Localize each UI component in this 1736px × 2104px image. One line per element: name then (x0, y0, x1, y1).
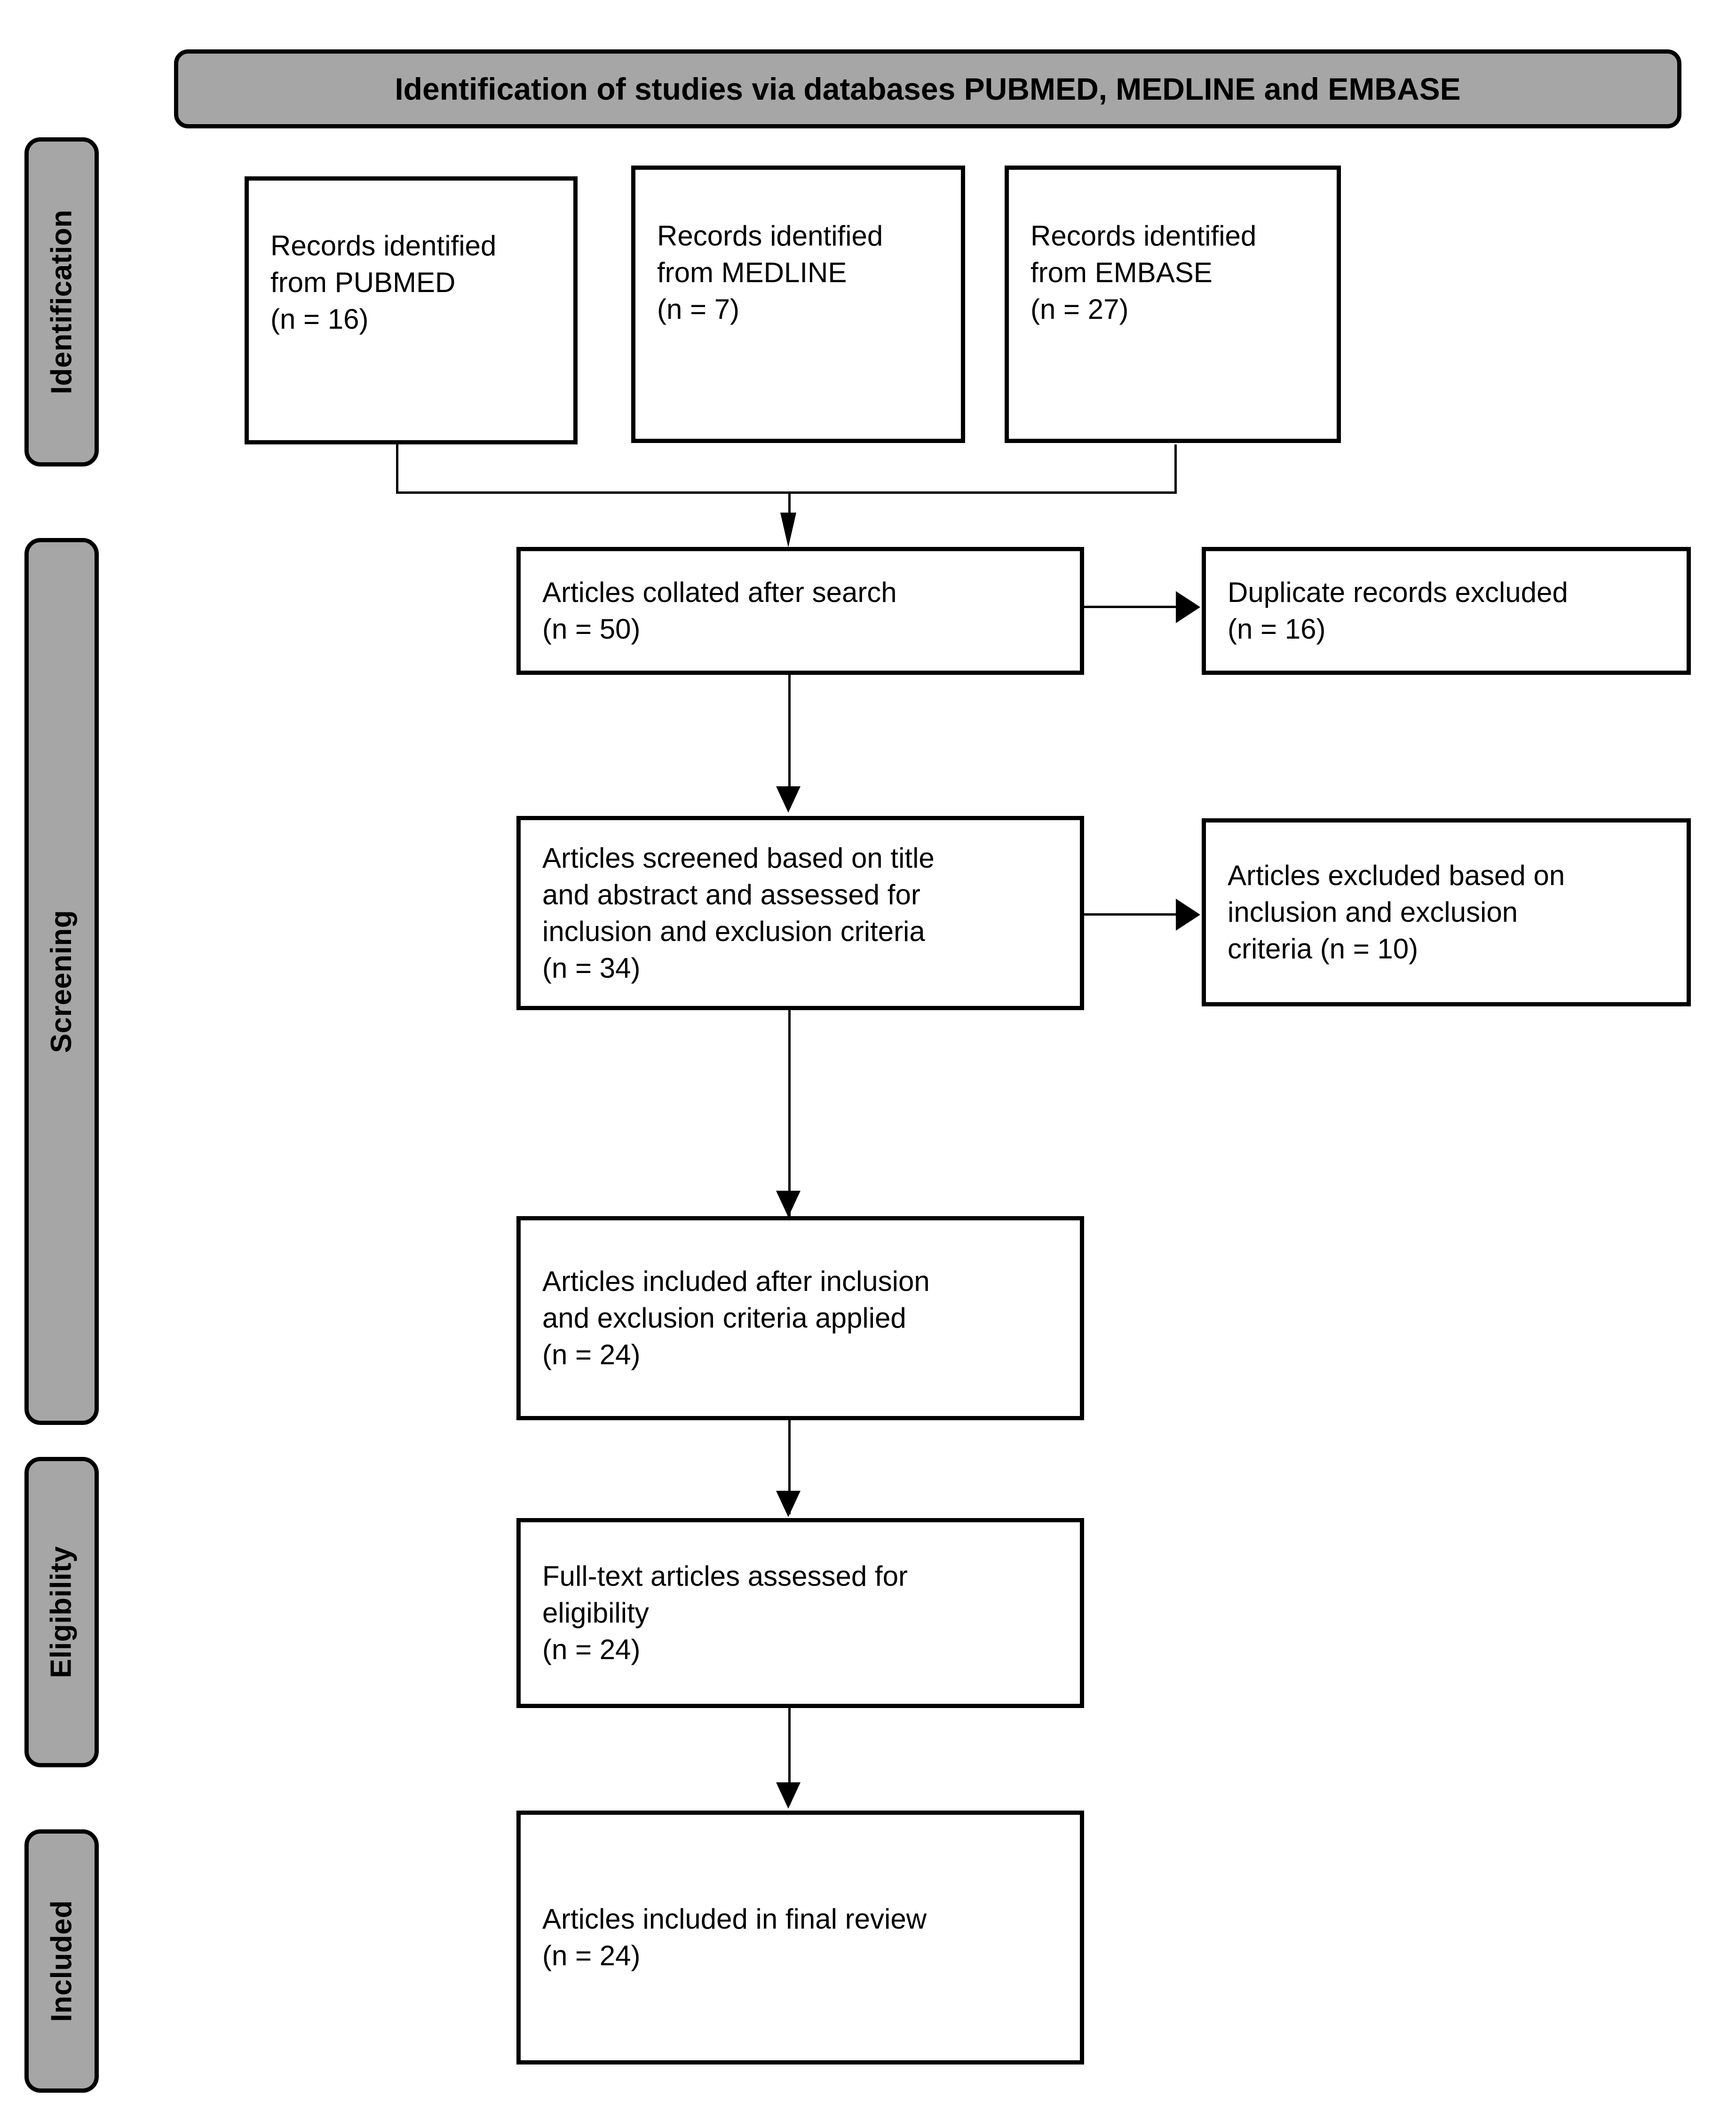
diagram-banner: Identification of studies via databases … (174, 49, 1681, 128)
banner-title: Identification of studies via databases … (395, 71, 1461, 106)
stage-label-included-text: Included (45, 1900, 78, 2022)
flow-box-screened-text: Articles screened based on title and abs… (542, 842, 935, 984)
flow-box-included-after-criteria: Articles included after inclusion and ex… (516, 1216, 1084, 1420)
source-box-embase-text: Records identified from EMBASE (n = 27) (1031, 220, 1257, 325)
exclusion-box-duplicates: Duplicate records excluded (n = 16) (1202, 547, 1691, 675)
stage-label-included: Included (24, 1829, 99, 2093)
flow-box-collated-text: Articles collated after search (n = 50) (542, 577, 897, 645)
bracket-left-stem (396, 444, 398, 493)
arrow-included-to-fulltext (776, 1491, 801, 1517)
arrow-fulltext-to-final (776, 1782, 801, 1809)
source-box-medline: Records identified from MEDLINE (n = 7) (631, 166, 965, 443)
stage-label-eligibility: Eligibility (24, 1457, 99, 1767)
stage-label-identification: Identification (24, 137, 99, 467)
stage-label-eligibility-text: Eligibility (45, 1546, 78, 1678)
bracket-crossbar (396, 491, 1177, 494)
flow-box-screened: Articles screened based on title and abs… (516, 816, 1084, 1010)
connector-collated-to-screened (788, 675, 791, 792)
exclusion-box-criteria: Articles excluded based on inclusion and… (1202, 818, 1691, 1006)
flow-box-final-review-text: Articles included in final review (n = 2… (542, 1903, 927, 1971)
connector-included-to-fulltext (788, 1420, 791, 1514)
connector-fulltext-to-final (788, 1708, 791, 1804)
source-box-pubmed-text: Records identified from PUBMED (n = 16) (270, 230, 497, 335)
connector-screened-to-included (788, 1010, 791, 1216)
connector-collated-to-duplicates (1084, 606, 1178, 608)
stage-label-identification-text: Identification (45, 209, 78, 395)
exclusion-box-criteria-text: Articles excluded based on inclusion and… (1228, 860, 1565, 965)
arrow-sources-to-collated (780, 513, 796, 547)
bracket-right-stem (1174, 444, 1177, 493)
flow-box-collated: Articles collated after search (n = 50) (516, 547, 1084, 675)
flow-box-final-review: Articles included in final review (n = 2… (516, 1811, 1084, 2064)
stage-label-screening: Screening (24, 538, 99, 1425)
source-box-pubmed: Records identified from PUBMED (n = 16) (245, 176, 578, 444)
arrow-collated-to-duplicates (1176, 591, 1200, 623)
source-box-embase: Records identified from EMBASE (n = 27) (1005, 166, 1341, 443)
source-box-medline-text: Records identified from MEDLINE (n = 7) (657, 220, 883, 325)
stage-label-screening-text: Screening (45, 910, 78, 1053)
flow-box-full-text-text: Full-text articles assessed for eligibil… (542, 1560, 908, 1665)
arrow-screened-to-excluded (1176, 899, 1200, 931)
flow-box-full-text: Full-text articles assessed for eligibil… (516, 1518, 1084, 1708)
arrow-collated-to-screened (776, 786, 801, 813)
connector-screened-to-excluded (1084, 913, 1178, 916)
flow-box-included-after-criteria-text: Articles included after inclusion and ex… (542, 1266, 930, 1370)
exclusion-box-duplicates-text: Duplicate records excluded (n = 16) (1228, 577, 1568, 645)
arrow-screened-to-included (776, 1191, 801, 1217)
